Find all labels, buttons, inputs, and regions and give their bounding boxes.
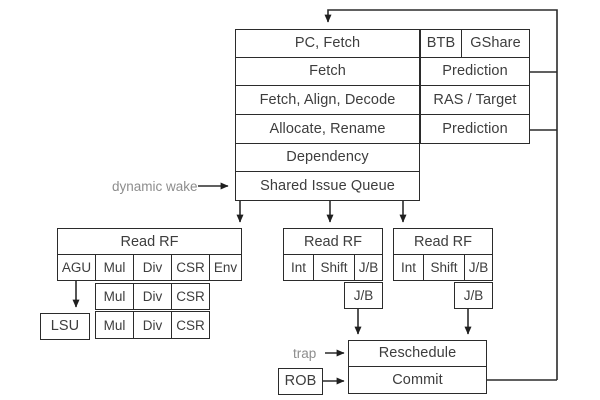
unit-jb-0b[interactable]: J/B xyxy=(344,282,383,309)
unit-shift-0[interactable]: Shift xyxy=(313,254,355,281)
wire-commit-to-pc-fetch xyxy=(324,9,558,380)
unit-shift-1[interactable]: Shift xyxy=(423,254,465,281)
unit-prediction-2[interactable]: Prediction xyxy=(420,114,530,144)
unit-btb[interactable]: BTB xyxy=(420,29,462,58)
unit-mul-2[interactable]: Mul xyxy=(95,311,134,339)
stage-dependency[interactable]: Dependency xyxy=(235,143,420,172)
stage-commit[interactable]: Commit xyxy=(348,366,487,394)
label-dynamic-wake: dynamic wake xyxy=(112,179,198,194)
unit-rob[interactable]: ROB xyxy=(278,368,323,395)
unit-agu[interactable]: AGU xyxy=(57,254,96,281)
unit-env[interactable]: Env xyxy=(209,254,242,281)
unit-int-1[interactable]: Int xyxy=(393,254,424,281)
unit-mul-1[interactable]: Mul xyxy=(95,283,134,310)
unit-ras-target[interactable]: RAS / Target xyxy=(420,85,530,115)
unit-div-2[interactable]: Div xyxy=(133,311,172,339)
cluster-memory-read-rf[interactable]: Read RF xyxy=(57,228,242,255)
unit-csr-1[interactable]: CSR xyxy=(171,283,210,310)
stage-reschedule[interactable]: Reschedule xyxy=(348,340,487,367)
cluster-int-1-read-rf[interactable]: Read RF xyxy=(393,228,493,255)
unit-prediction-1[interactable]: Prediction xyxy=(420,57,530,86)
stage-shared-issue-queue[interactable]: Shared Issue Queue xyxy=(235,171,420,201)
stage-pc-fetch[interactable]: PC, Fetch xyxy=(235,29,420,58)
unit-lsu[interactable]: LSU xyxy=(40,313,90,340)
unit-jb-0a[interactable]: J/B xyxy=(354,254,383,281)
unit-div-0[interactable]: Div xyxy=(133,254,172,281)
unit-jb-1a[interactable]: J/B xyxy=(464,254,493,281)
unit-div-1[interactable]: Div xyxy=(133,283,172,310)
unit-csr-0[interactable]: CSR xyxy=(171,254,210,281)
label-trap: trap xyxy=(293,346,317,361)
cluster-int-0-read-rf[interactable]: Read RF xyxy=(283,228,383,255)
stage-allocate-rename[interactable]: Allocate, Rename xyxy=(235,114,420,144)
unit-csr-2[interactable]: CSR xyxy=(171,311,210,339)
unit-mul-0[interactable]: Mul xyxy=(95,254,134,281)
unit-gshare[interactable]: GShare xyxy=(461,29,530,58)
stage-fetch-align-decode[interactable]: Fetch, Align, Decode xyxy=(235,85,420,115)
unit-int-0[interactable]: Int xyxy=(283,254,314,281)
unit-jb-1b[interactable]: J/B xyxy=(454,282,493,309)
stage-fetch[interactable]: Fetch xyxy=(235,57,420,86)
